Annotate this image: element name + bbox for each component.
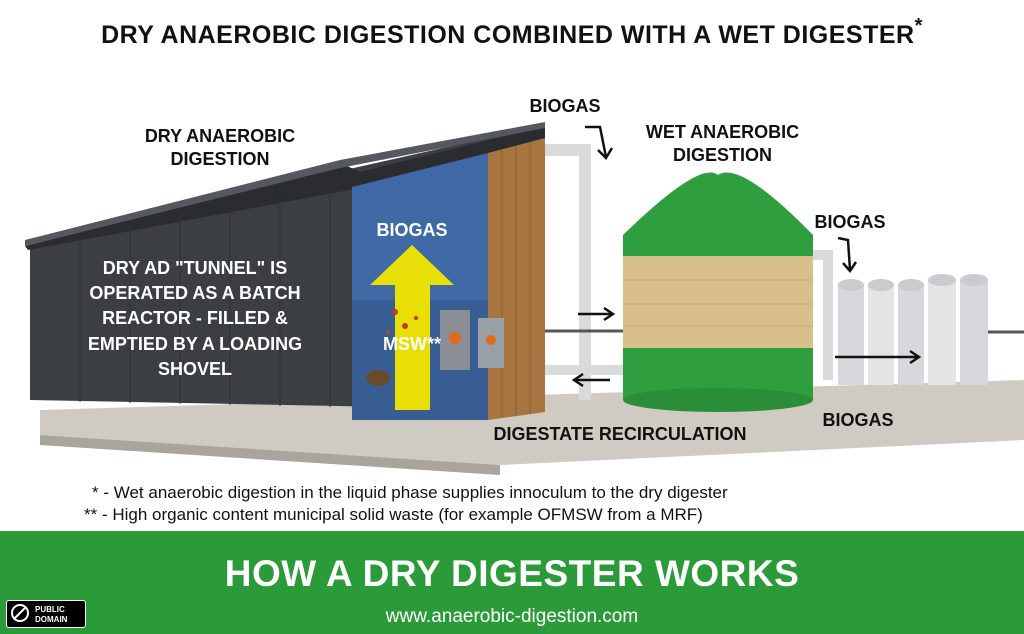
footnote-1: * - Wet anaerobic digestion in the liqui…: [92, 483, 728, 502]
public-domain-badge: PUBLIC DOMAIN: [6, 600, 86, 628]
badge-line2: DOMAIN: [35, 615, 68, 624]
msw-label: MSW**: [383, 334, 441, 354]
digestate-recirculation-label: DIGESTATE RECIRCULATION: [493, 424, 747, 444]
wet-tank-roof: [623, 172, 813, 235]
wood-grain: [501, 142, 531, 418]
dry-ad-label-line1: DRY ANAEROBIC: [144, 126, 296, 146]
plant-illustration: [25, 122, 1024, 475]
tunnel-text-line3: REACTOR - FILLED &: [102, 308, 288, 329]
public-domain-icon: [11, 604, 29, 622]
tunnel-text-line4: EMPTIED BY A LOADING: [87, 333, 303, 354]
footer-banner: [0, 531, 1024, 634]
badge-line1: PUBLIC: [35, 605, 65, 614]
biogas-pipe-from-wet: [812, 250, 833, 380]
wet-ad-label-line1: WET ANAEROBIC: [645, 122, 800, 142]
biogas-label-bottom: BIOGAS: [822, 410, 894, 430]
waste-pile: [386, 309, 418, 334]
ground-slab-edge: [40, 435, 500, 475]
building-roof: [25, 126, 545, 250]
biogas-label-top: BIOGAS: [529, 96, 601, 116]
title-text: DRY ANAEROBIC DIGESTION COMBINED WITH A …: [101, 21, 915, 49]
biogas-up-arrow: [370, 245, 454, 410]
biogas-label-right: BIOGAS: [814, 212, 886, 232]
tunnel-description: DRY AD "TUNNEL" IS OPERATED AS A BATCH R…: [60, 256, 330, 382]
title-footnote-mark: *: [914, 15, 923, 37]
wet-tank-insulation-band: [623, 256, 813, 348]
wet-ad-label-line2: DIGESTION: [672, 144, 772, 165]
biogas-pipe-from-dry: [545, 144, 591, 400]
wall-ribs: [79, 176, 331, 407]
waste-bag: [366, 370, 390, 386]
diagram-title: DRY ANAEROBIC DIGESTION COMBINED WITH A …: [0, 15, 1024, 51]
biogas-label-tunnel: BIOGAS: [376, 220, 448, 240]
dry-ad-label-line2: DIGESTION: [170, 148, 270, 169]
dry-ad-label: DRY ANAEROBIC DIGESTION: [110, 125, 330, 170]
gas-storage-tanks: [838, 274, 988, 385]
footer-url[interactable]: www.anaerobic-digestion.com: [385, 606, 639, 627]
flow-arrows: [571, 125, 922, 388]
roof-edge: [25, 122, 545, 246]
footer-title: HOW A DRY DIGESTER WORKS: [224, 553, 800, 594]
tunnel-text-line1: DRY AD "TUNNEL" IS: [102, 258, 288, 278]
wet-tank-base: [623, 388, 813, 412]
wet-ad-label: WET ANAEROBIC DIGESTION: [620, 121, 825, 166]
tunnel-text-line5: SHOVEL: [157, 358, 232, 379]
orange-valve-2: [486, 335, 496, 345]
footnote-2: ** - High organic content municipal soli…: [84, 505, 703, 524]
orange-valve: [449, 332, 461, 344]
tunnel-text-line2: OPERATED AS A BATCH: [89, 283, 301, 304]
band-lines: [623, 279, 813, 327]
